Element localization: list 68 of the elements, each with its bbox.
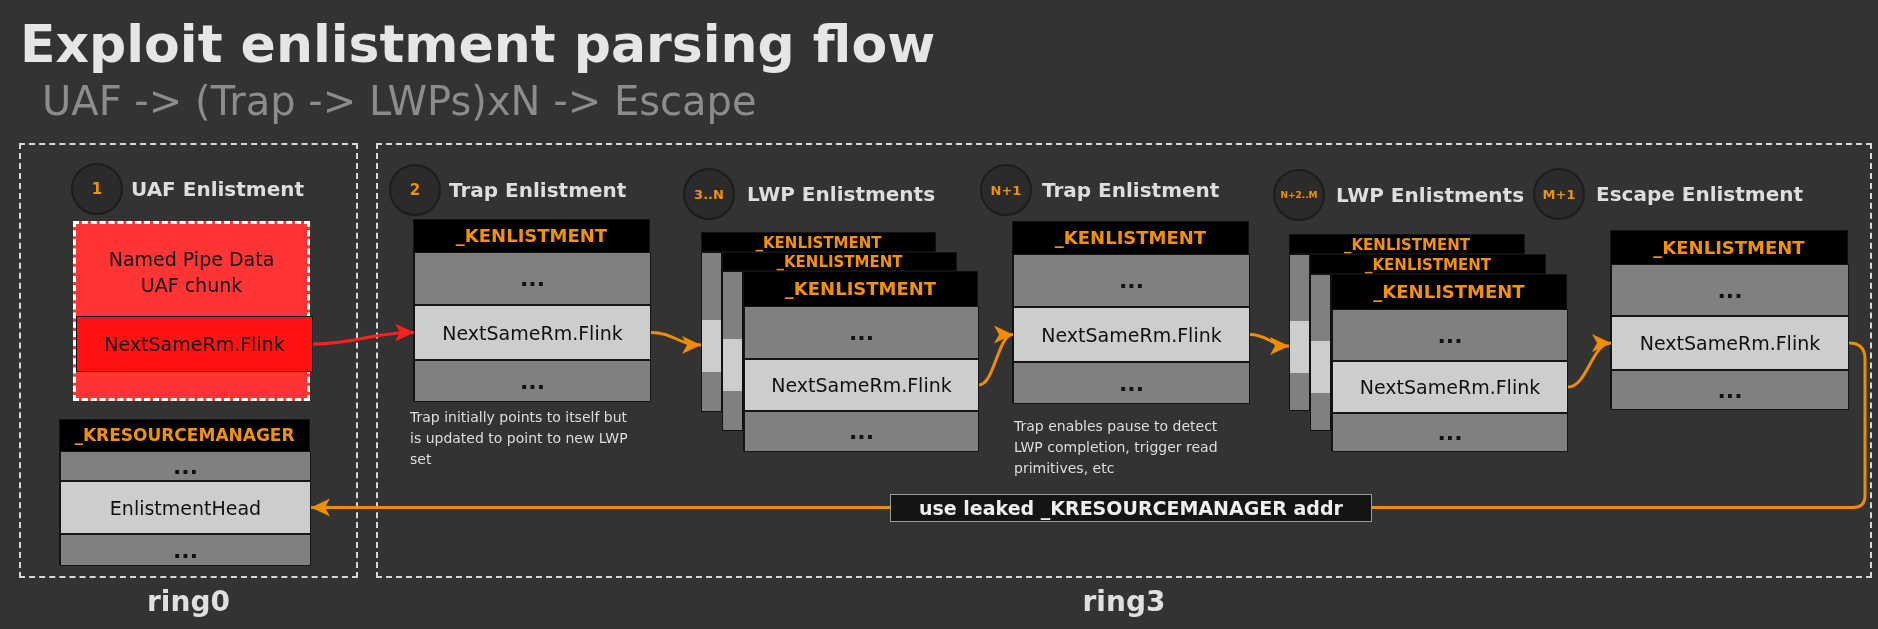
struct-field: ...	[744, 306, 979, 359]
struct-card	[722, 252, 957, 271]
struct-title: _KENLISTMENT	[1053, 226, 1208, 250]
struct-field: NextSameRm.Flink	[1013, 307, 1250, 362]
struct-title: _KENLISTMENT	[775, 253, 904, 272]
step-heading: LWP Enlistments	[747, 181, 936, 208]
struct-card	[59, 419, 310, 565]
region-label: ring0	[146, 584, 231, 620]
step-circle: N+2..M	[1273, 169, 1325, 221]
struct-title: _KENLISTMENT	[754, 233, 883, 253]
struct-title: _KENLISTMENT	[1363, 255, 1493, 275]
struct-field: ...	[414, 252, 651, 305]
struct-field: ...	[1611, 264, 1849, 316]
struct-card-edge	[1289, 254, 1310, 411]
arrow	[650, 331, 702, 354]
struct-title: _KENLISTMENT	[1652, 236, 1806, 260]
struct-card	[1012, 221, 1249, 403]
struct-title: _KENLISTMENT	[783, 277, 938, 301]
struct-field: ...	[1332, 413, 1568, 452]
struct-field: NextSameRm.Flink	[414, 305, 651, 360]
chunk-label: Named Pipe Data UAF chunk	[107, 247, 276, 298]
struct-field: ...	[1013, 254, 1250, 307]
struct-card	[1610, 230, 1848, 409]
struct-field: ...	[60, 451, 311, 481]
struct-title: _KENLISTMENT	[1372, 280, 1526, 304]
memory-chunk	[73, 221, 310, 401]
struct-field: ...	[1611, 370, 1849, 410]
struct-field: ...	[1332, 309, 1568, 361]
struct-title: _KENLISTMENT	[454, 224, 609, 248]
step-heading: UAF Enlistment	[131, 176, 304, 203]
title: Exploit enlistment parsing flow	[20, 13, 936, 76]
region-label: ring3	[1081, 584, 1167, 620]
struct-field: ...	[744, 411, 979, 452]
arrow	[312, 323, 415, 346]
struct-field: NextSameRm.Flink	[744, 359, 979, 411]
step-heading: Trap Enlistment	[449, 177, 627, 204]
struct-title: _KRESOURCEMANAGER	[73, 424, 296, 447]
step-circle: 3..N	[683, 168, 735, 220]
struct-field: NextSameRm.Flink	[1611, 316, 1849, 370]
note-text: Trap initially points to itself but is updated to point to new LWP set	[410, 408, 628, 469]
struct-card	[701, 232, 936, 252]
struct-field: ...	[1013, 362, 1250, 404]
step-heading: Trap Enlistment	[1042, 177, 1220, 204]
step-circle: M+1	[1533, 168, 1585, 220]
step-circle: 2	[389, 164, 441, 216]
struct-field: NextSameRm.Flink	[1332, 361, 1568, 413]
subtitle: UAF -> (Trap -> LWPs)xN -> Escape	[42, 77, 757, 126]
struct-field: ...	[414, 360, 651, 402]
struct-field: ...	[60, 534, 311, 566]
struct-card	[1289, 234, 1525, 254]
struct-field: EnlistmentHead	[60, 481, 311, 534]
struct-card-edge	[1310, 274, 1331, 431]
note-text: Trap enables pause to detect LWP completion, trigger read primitives, etc	[1014, 417, 1219, 478]
step-circle: 1	[71, 163, 123, 215]
step-heading: LWP Enlistments	[1336, 182, 1525, 209]
struct-card-edge	[722, 271, 743, 431]
struct-card	[743, 271, 978, 451]
arrow	[1567, 337, 1612, 389]
arrow	[1249, 333, 1290, 354]
struct-card	[1310, 254, 1546, 274]
step-circle: N+1	[980, 164, 1032, 216]
step-heading: Escape Enlistment	[1596, 181, 1804, 208]
struct-card-edge	[701, 252, 722, 412]
struct-card	[413, 219, 650, 401]
struct-card	[1331, 274, 1567, 451]
edge-label: use leaked _KRESOURCEMANAGER addr	[890, 493, 1372, 522]
struct-title: _KENLISTMENT	[1342, 235, 1472, 255]
struct-field: NextSameRm.Flink	[76, 316, 313, 372]
